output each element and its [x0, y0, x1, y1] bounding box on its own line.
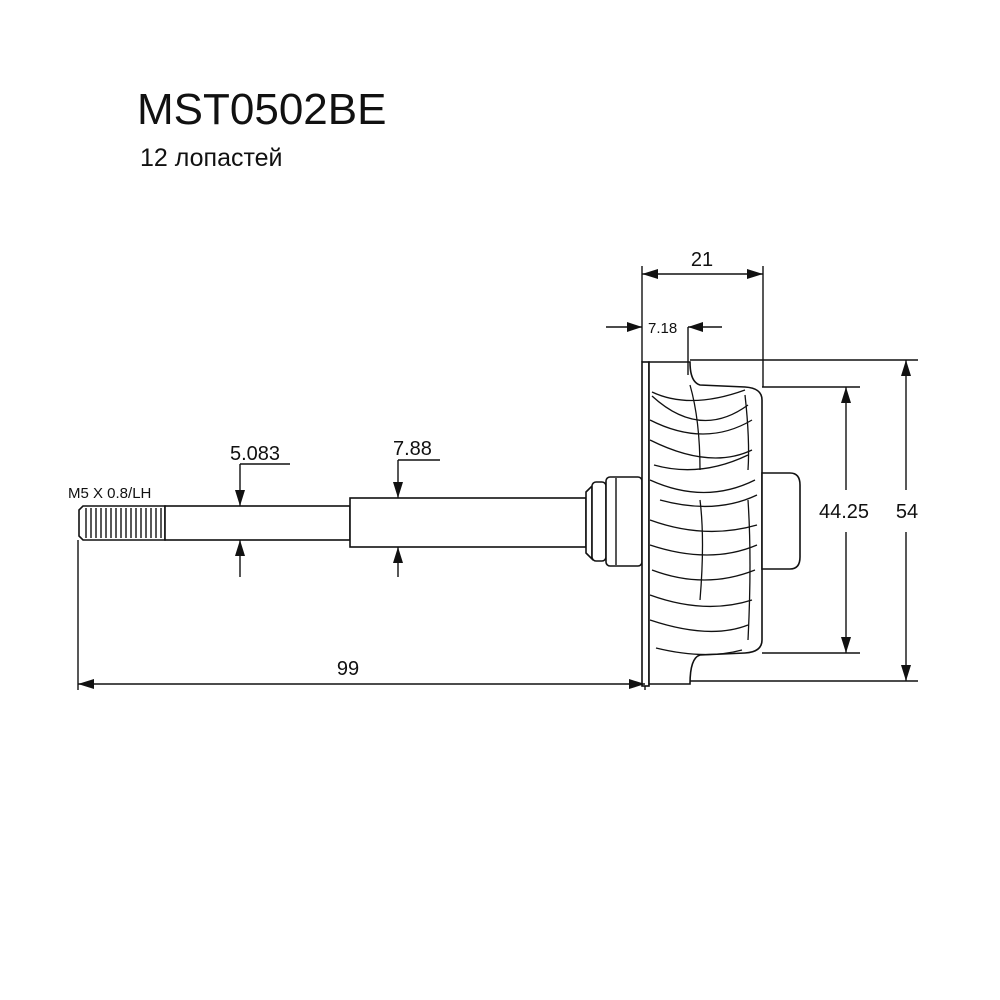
thread-lines [85, 508, 162, 538]
seal-ring-1 [591, 481, 607, 562]
dim-blade-tip: 7.18 [606, 320, 722, 375]
blades [649, 384, 758, 656]
shaft-large-section [349, 497, 587, 548]
dim-overall-length: 99 [77, 540, 646, 690]
overall-length-label: 99 [337, 658, 359, 680]
shaft-large-diameter-label: 7.88 [393, 438, 432, 460]
inducer-diameter-label: 44.25 [819, 501, 869, 523]
nose-nut [761, 472, 801, 570]
blade-count-subtitle: 12 лопастей [140, 144, 283, 172]
dim-shaft-small: 5.083 [230, 443, 290, 577]
seal-ring-2 [605, 476, 643, 567]
part-number-title: MST0502BE [137, 85, 386, 134]
blade-tip-offset-label: 7.18 [648, 320, 677, 337]
collar [585, 484, 593, 561]
thread-label: M5 X 0.8/LH [68, 485, 151, 502]
dim-inducer-diameter: 44.25 [762, 386, 869, 654]
dim-wheel-width: 21 [641, 249, 764, 387]
dim-exducer-diameter: 54 [690, 359, 918, 682]
shaft-small-section [164, 505, 351, 541]
wheel-width-label: 21 [691, 249, 713, 271]
shaft [78, 476, 643, 567]
exducer-diameter-label: 54 [896, 501, 918, 523]
turbine-wheel [641, 361, 801, 687]
threaded-end [78, 505, 166, 541]
shaft-small-diameter-label: 5.083 [230, 443, 280, 465]
dim-shaft-large: 7.88 [393, 438, 440, 577]
back-plate [641, 361, 650, 687]
wheel-body [648, 361, 763, 685]
